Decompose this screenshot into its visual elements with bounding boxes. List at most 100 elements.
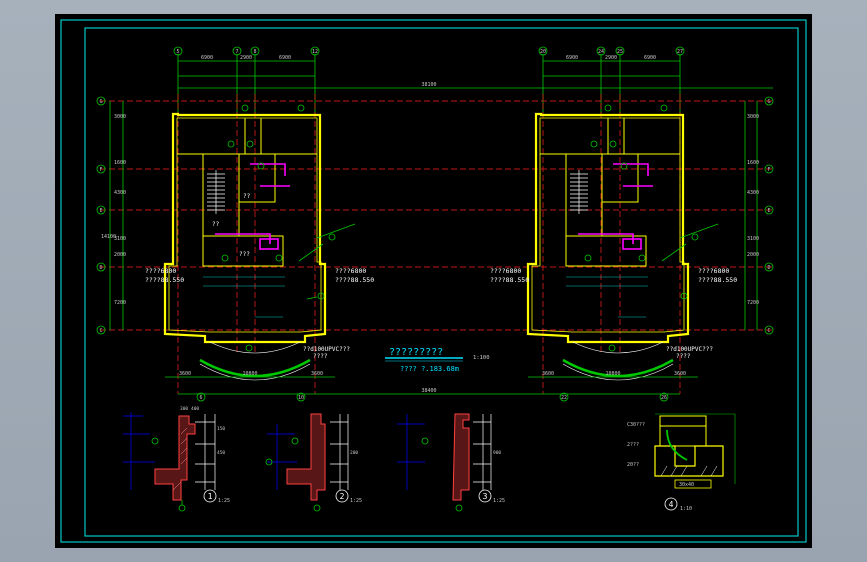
left-floor-plan: ?? ?? ??? ????6800 ????88.550 ????6800 ?… (145, 104, 374, 381)
detail-number: 1 (208, 492, 213, 501)
dim-text: 14100 (101, 234, 116, 240)
dim-text: 2900 (605, 55, 617, 61)
axis-label: 22 (561, 395, 567, 401)
left-stair-treads (207, 170, 225, 214)
detail-scale: 1:10 (680, 506, 692, 512)
area-note: ???? ?.183.68m (400, 365, 459, 373)
axis-label: 20 (540, 49, 546, 55)
row-axis-label: G (99, 99, 102, 105)
axis-label: 27 (677, 49, 683, 55)
axis-label: 26 (661, 395, 667, 401)
axis-label: 6 (199, 395, 202, 401)
dim-text: 3600 (674, 371, 686, 377)
dim-text: 7200 (114, 300, 126, 306)
cad-drawing-viewport[interactable]: 5 7 8 12 20 24 25 27 6900 2900 6900 3810… (55, 14, 812, 548)
sheet-inner-frame (84, 27, 799, 537)
detail-scale: 1:25 (350, 498, 362, 504)
detail-3: 3 1:25 (397, 413, 505, 512)
row-axis-label: C (767, 328, 770, 334)
right-floor-plan: ????6800 ????88.550 ????6800 ????88.550 … (490, 104, 737, 381)
pipe-note: ??d100UPVC??? (303, 346, 350, 353)
dim-text: 1600 (114, 160, 126, 166)
top-dimension-lines (177, 54, 773, 114)
dim-text: 6900 (566, 55, 578, 61)
detail-note: 20?? (627, 462, 639, 468)
elev-note: ????88.550 (335, 276, 374, 284)
dim-text: 1600 (747, 160, 759, 166)
row-axis-label: E (767, 208, 770, 214)
row-axis-label: C (99, 328, 102, 334)
room-label: ??? (239, 251, 250, 258)
elev-note: ????6800 (335, 267, 366, 275)
dim-text: 10800 (242, 371, 257, 377)
axis-label: 12 (312, 49, 318, 55)
top-axis-bubbles (173, 46, 685, 56)
detail-number: 2 (340, 492, 345, 501)
dim-text: 200 (350, 450, 358, 456)
dim-text: 6900 (644, 55, 656, 61)
left-plan-outer-wall (163, 112, 327, 344)
dim-text: 2000 (114, 252, 126, 258)
dim-text: 3600 (311, 371, 323, 377)
dim-text: 3600 (542, 371, 554, 377)
detail-4: C30??? 2??? 20?? 30x40 4 1:10 (627, 413, 736, 512)
dim-text: 400 (191, 406, 199, 412)
row-axis-bubbles (96, 96, 774, 335)
bottom-dimension-lines (165, 376, 698, 402)
room-label: ?? (212, 221, 220, 228)
dim-text: 10800 (605, 371, 620, 377)
detail-2: 2 1:25 (265, 413, 362, 512)
row-axis-label: D (767, 265, 770, 271)
drawing-title: ????????? 1:100 ???? ?.183.68m (385, 347, 490, 373)
detail-note: 2??? (627, 442, 639, 448)
row-axis-label: D (99, 265, 102, 271)
dim-text: 38400 (421, 388, 436, 394)
axis-label: 7 (235, 49, 238, 55)
detail-1: 1 1:25 (123, 412, 230, 512)
row-axis-label: E (99, 208, 102, 214)
dim-text: 3100 (747, 236, 759, 242)
dim-text: 900 (493, 450, 501, 456)
elev-note: ????88.550 (490, 276, 529, 284)
sheet-outer-frame (60, 19, 807, 543)
row-axis-label: F (99, 167, 102, 173)
detail-scale: 1:25 (218, 498, 230, 504)
dim-text: 2900 (240, 55, 252, 61)
dim-text: 450 (217, 450, 225, 456)
dim-text: 3000 (114, 114, 126, 120)
axis-label: 24 (598, 49, 604, 55)
axis-label: 25 (617, 49, 623, 55)
cad-drawing-sheet: 5 7 8 12 20 24 25 27 6900 2900 6900 3810… (60, 19, 807, 543)
elev-note: ????88.550 (145, 276, 184, 284)
dim-text: 38100 (421, 82, 436, 88)
detail-number: 3 (483, 492, 488, 501)
row-axis-label: F (767, 167, 770, 173)
right-plan-outer-wall (526, 112, 690, 344)
pipe-note: ???? (313, 353, 328, 360)
dim-text: 4300 (747, 190, 759, 196)
detail-note: C30??? (627, 422, 645, 428)
dim-text: 7200 (747, 300, 759, 306)
detail-scale: 1:25 (493, 498, 505, 504)
axis-label: 8 (253, 49, 256, 55)
grid-axis-lines (100, 100, 773, 331)
elev-note: ????6800 (490, 267, 521, 275)
dim-text: 300 (180, 406, 188, 412)
pipe-note: ??d100UPVC??? (666, 346, 713, 353)
detail-number-circle (203, 489, 217, 503)
dim-text: 4300 (114, 190, 126, 196)
elev-note: ????6800 (145, 267, 176, 275)
dim-text: 6900 (279, 55, 291, 61)
row-axis-label: G (767, 99, 770, 105)
room-label: ?? (243, 193, 251, 200)
dim-text: 6900 (201, 55, 213, 61)
detail-note: 30x40 (679, 482, 694, 488)
dim-text: 2000 (747, 252, 759, 258)
axis-label: 10 (298, 395, 304, 401)
elev-note: ????6800 (698, 267, 729, 275)
side-dimension-lines (109, 101, 758, 330)
dim-text: 3000 (747, 114, 759, 120)
dim-text: 3100 (114, 236, 126, 242)
pipe-note: ???? (676, 353, 691, 360)
detail-number: 4 (669, 500, 674, 509)
